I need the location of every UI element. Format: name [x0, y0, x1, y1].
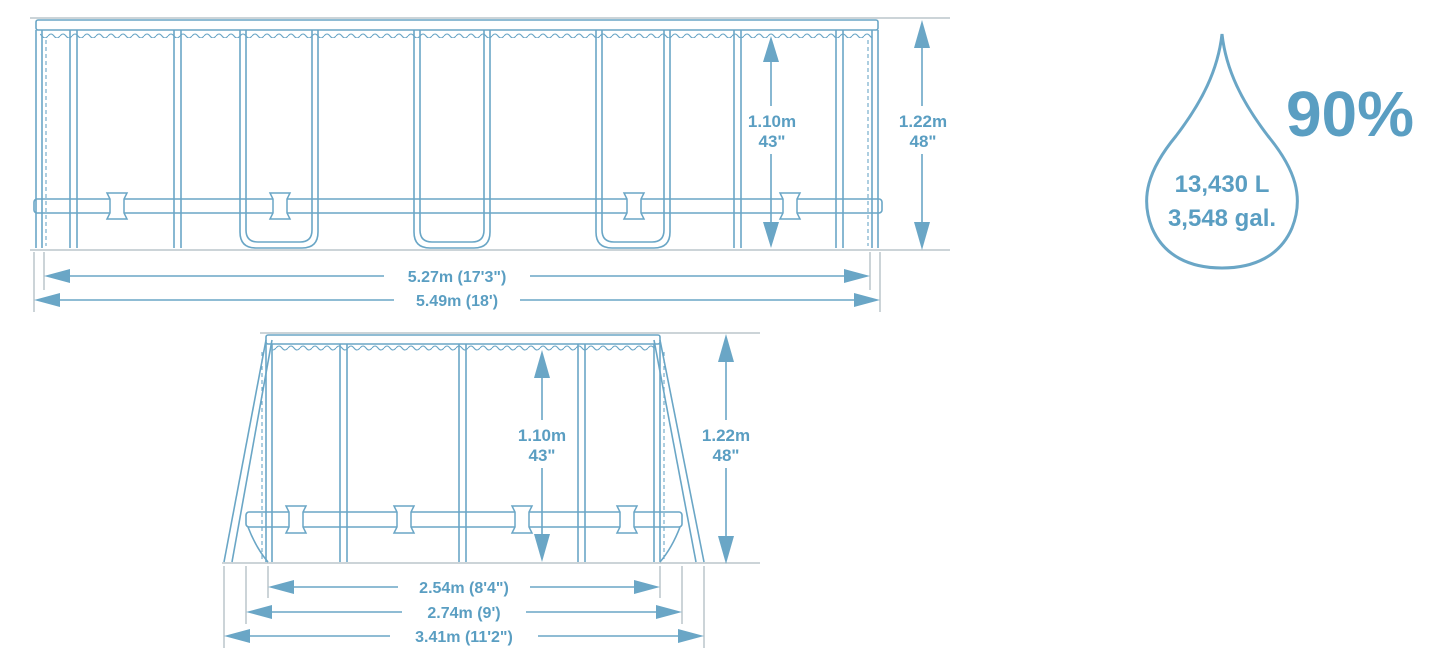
front-depth-label-in: 43" [529, 446, 556, 465]
front-depth-arrow [512, 350, 572, 562]
capacity-percent-label: 90% [1286, 78, 1414, 150]
front-view-frame [222, 332, 760, 564]
capacity-gallons-label: 3,548 gal. [1168, 205, 1276, 232]
front-height-arrow [696, 334, 756, 564]
side-depth-label-in: 43" [759, 132, 786, 151]
side-outer-width-label: 5.49m (18') [416, 293, 498, 310]
front-mid-width-label: 2.74m (9') [427, 605, 500, 622]
front-height-label: 1.22m [702, 426, 750, 445]
capacity-panel: 13,430 L 3,548 gal. 90% [1145, 33, 1414, 270]
water-drop-icon [1145, 33, 1299, 270]
front-inner-width-label: 2.54m (8'4") [419, 580, 509, 597]
front-view: 1.10m 43" 1.22m 48" [222, 332, 760, 648]
front-depth-label: 1.10m [518, 426, 566, 445]
side-depth-arrow [742, 36, 800, 248]
side-height-arrow [894, 20, 952, 250]
front-width-dimensions [223, 566, 705, 648]
side-height-label: 1.22m [899, 112, 947, 131]
side-width-dimensions [33, 252, 881, 312]
side-height-label-in: 48" [910, 132, 937, 151]
capacity-liters-label: 13,430 L [1175, 171, 1270, 198]
front-height-label-in: 48" [713, 446, 740, 465]
side-view: 1.10m 43" 1.22m 48" 5.27m (17'3") 5. [30, 17, 952, 312]
side-inner-width-label: 5.27m (17'3") [408, 269, 507, 286]
side-view-frame [30, 17, 950, 251]
side-depth-label: 1.10m [748, 112, 796, 131]
front-outer-width-label: 3.41m (11'2") [415, 629, 513, 646]
